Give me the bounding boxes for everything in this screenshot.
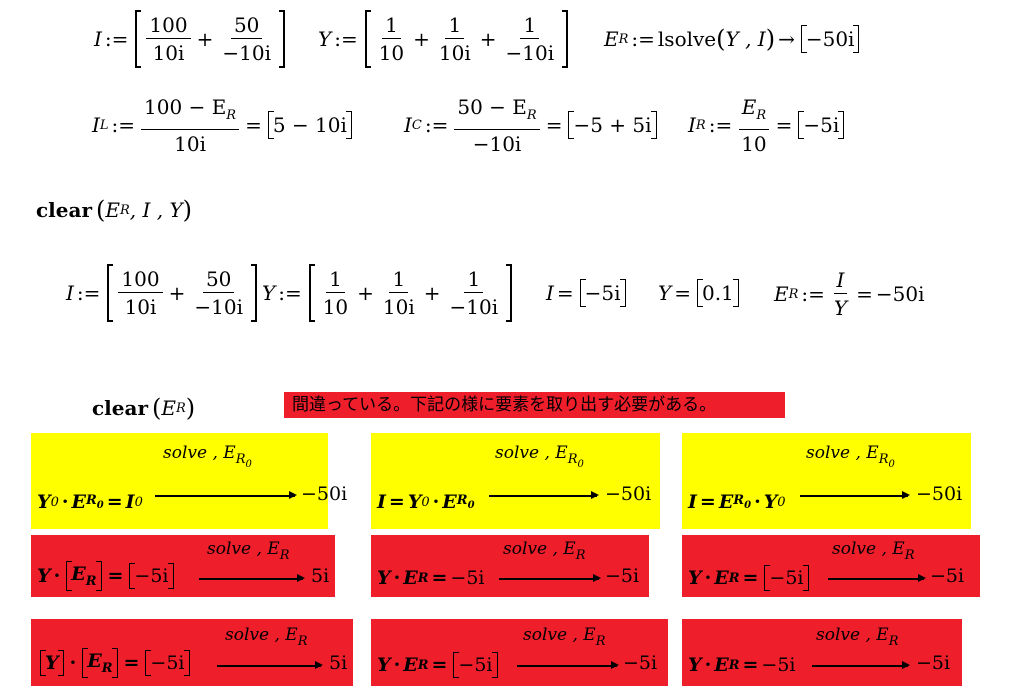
solve-box-red-1: Y·ER=−5i solve , ER 5i [31, 535, 335, 597]
solve-box-red-4: Y·ER=−5i solve , ER 5i [31, 619, 353, 686]
I-evaluation: I= −5i [546, 278, 629, 308]
Y-evaluation: Y= 0.1 [658, 278, 742, 308]
var-I: I [94, 27, 102, 51]
note-banner: 間違っている。下記の様に要素を取り出す必要がある。 [284, 392, 785, 418]
result-bracket: −50i [800, 25, 860, 53]
frac: 50−10i [222, 13, 271, 65]
